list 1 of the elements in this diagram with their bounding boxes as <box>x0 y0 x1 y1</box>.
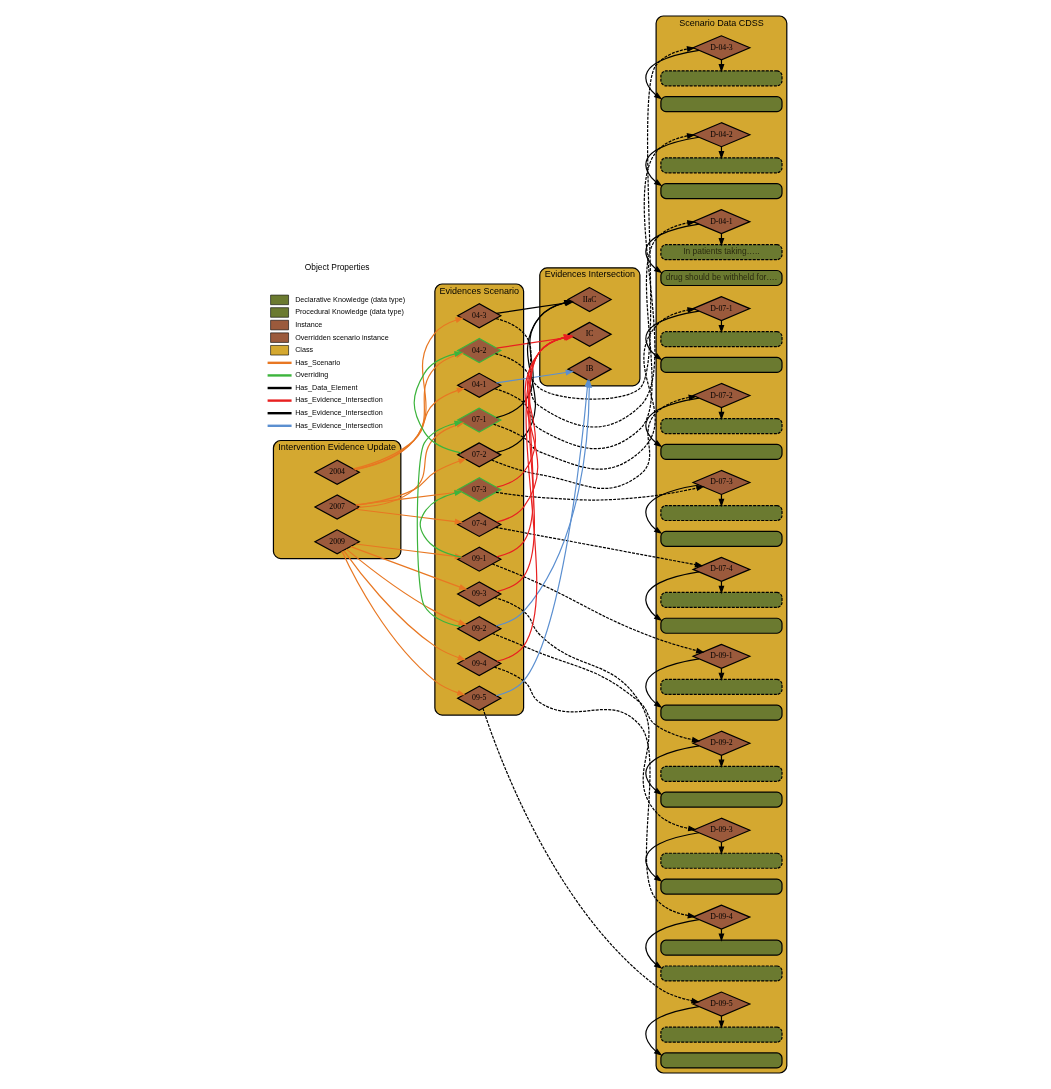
label: Object Properties <box>304 262 369 273</box>
